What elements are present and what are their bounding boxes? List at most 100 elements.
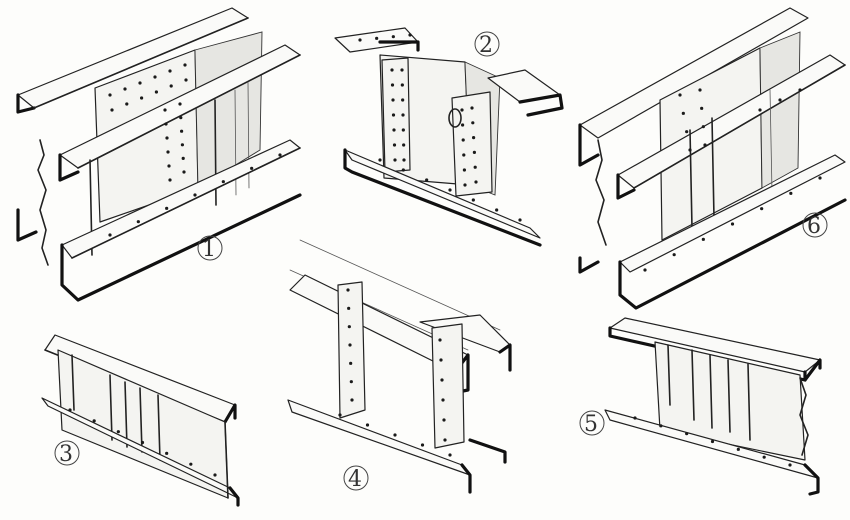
panel-6-label: 6 <box>807 214 821 239</box>
rivet-dot <box>672 253 676 257</box>
rivet-dot <box>470 106 474 110</box>
rivet-dot <box>169 84 173 88</box>
rivet-dot <box>392 128 396 132</box>
rivet-dot <box>153 75 157 79</box>
rivet-dot <box>400 68 404 72</box>
rivet-dot <box>346 288 350 292</box>
rivet-dot <box>165 136 169 140</box>
rivet-dot <box>184 78 188 82</box>
rivet-dot <box>193 193 197 197</box>
rivet-dot <box>401 98 405 102</box>
rivet-dot <box>685 432 689 436</box>
rivet-dot <box>472 136 476 140</box>
rivet-dot <box>472 150 476 154</box>
panel-3-label-ring <box>54 440 80 466</box>
panel-5-label: 5 <box>584 412 598 437</box>
rivet-dot <box>375 36 379 40</box>
rivet-dot <box>463 183 467 187</box>
rivet-dot <box>182 170 186 174</box>
panel-3-label: 3 <box>59 442 73 467</box>
rivet-dot <box>762 455 766 459</box>
rivet-dot <box>391 113 396 117</box>
rivet-dot <box>400 83 404 87</box>
rivet-dot <box>350 398 354 402</box>
panel-2-label-ring <box>474 31 500 57</box>
rivet-dot <box>408 33 412 37</box>
panel-4-label: 4 <box>348 467 362 492</box>
rivet-dot <box>518 218 522 222</box>
rivet-dot <box>164 122 168 126</box>
rivet-dot <box>349 361 353 365</box>
rivet-dot <box>681 111 685 115</box>
rivet-dot <box>278 153 282 157</box>
panel-1-label-ring <box>197 235 223 261</box>
rivet-dot <box>165 206 169 210</box>
rivet-dot <box>473 165 477 169</box>
rivet-dot <box>116 430 120 434</box>
rivet-dot <box>701 125 705 129</box>
rivet-dot <box>391 98 395 102</box>
rivet-dot <box>643 268 647 272</box>
rivet-dot <box>167 164 171 168</box>
rivet-dot <box>165 451 169 455</box>
rivet-dot <box>474 180 478 184</box>
panel-4-label-ring <box>343 465 369 491</box>
rivet-dot <box>140 440 145 445</box>
rivet-dot <box>110 108 114 112</box>
rivet-dot <box>391 35 395 39</box>
rivet-dot <box>250 166 254 170</box>
panel-1: 1 <box>16 7 302 302</box>
rivet-dot <box>221 180 225 184</box>
rivet-dot <box>700 106 704 110</box>
rivet-dot <box>710 439 715 444</box>
rivet-dot <box>125 102 129 106</box>
panel-3: 3 <box>41 334 240 507</box>
rivet-dot <box>378 158 382 162</box>
rivet-dot <box>402 143 406 147</box>
rivet-dot <box>701 237 705 241</box>
rivet-dot <box>347 325 351 329</box>
rivet-dot <box>760 207 764 211</box>
rivet-dot <box>471 121 475 125</box>
rivet-dot <box>213 473 217 477</box>
rivet-dot <box>460 108 464 112</box>
rivet-dot <box>154 90 158 94</box>
panel-6-label-ring <box>802 212 828 238</box>
rivet-dot <box>348 343 352 347</box>
rivet-dot <box>390 68 394 72</box>
rivet-dot <box>698 88 702 92</box>
rivet-dot <box>401 168 405 172</box>
rivet-dot <box>393 158 397 162</box>
panel-5-label-ring <box>579 410 605 436</box>
rivet-dot <box>108 93 112 97</box>
rivet-dot <box>461 138 465 142</box>
rivet-dot <box>349 380 353 384</box>
rivet-dot <box>358 38 362 42</box>
rivet-dot <box>788 463 792 467</box>
rivet-dot <box>189 462 193 466</box>
rivet-dot <box>778 98 782 102</box>
panel-4: 4 <box>287 239 512 494</box>
rivet-dot <box>401 113 405 117</box>
rivet-dot <box>347 306 351 310</box>
rivet-dot <box>390 83 395 87</box>
rivet-dot <box>136 220 140 224</box>
rivet-dot <box>685 130 689 134</box>
rivet-dot <box>461 123 465 127</box>
rivet-dot <box>443 438 447 442</box>
panel-6: 6 <box>578 7 847 310</box>
panel-2-label: 2 <box>479 33 493 58</box>
rivet-dot <box>818 176 822 180</box>
rivet-dot <box>138 81 142 85</box>
rivet-dot <box>178 102 182 106</box>
panel-1-label: 1 <box>202 237 216 262</box>
rivet-dot <box>425 178 429 182</box>
rivet-dot <box>68 408 72 412</box>
rivet-dot <box>401 128 405 132</box>
rivet-dot <box>92 419 96 423</box>
rivet-dot <box>123 87 127 91</box>
rivet-dot <box>393 433 397 437</box>
rivet-dot <box>420 443 425 447</box>
panel-5: 5 <box>579 317 822 496</box>
